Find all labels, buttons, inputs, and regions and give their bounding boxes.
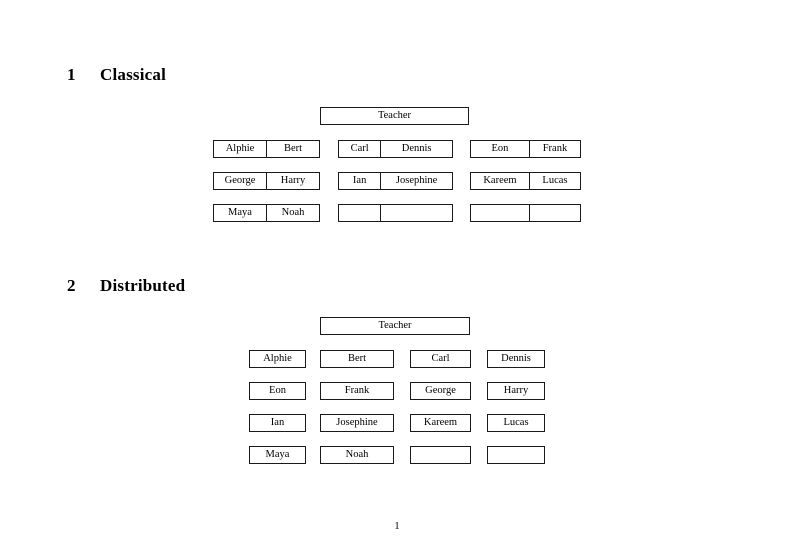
classical-group-right-row-3[interactable] bbox=[470, 204, 581, 222]
classical-cell-empty[interactable] bbox=[339, 205, 380, 221]
section-title: Classical bbox=[100, 65, 167, 84]
distributed-box[interactable]: Maya bbox=[249, 446, 306, 464]
classical-cell[interactable]: Alphie bbox=[225, 143, 255, 154]
classical-cell[interactable]: Harry bbox=[266, 173, 319, 189]
section-number: 2 bbox=[67, 276, 76, 295]
distributed-teacher-box[interactable]: Teacher bbox=[320, 317, 470, 335]
classical-cell[interactable]: Noah bbox=[266, 205, 319, 221]
classical-group-right-row-2[interactable]: Kareem Lucas bbox=[470, 172, 581, 190]
classical-cell[interactable]: Carl bbox=[350, 143, 369, 154]
section-heading-distributed: 2 Distributed bbox=[67, 277, 185, 294]
distributed-box[interactable]: Lucas bbox=[487, 414, 545, 432]
classical-cell-empty[interactable] bbox=[471, 205, 529, 221]
distributed-box[interactable]: Ian bbox=[249, 414, 306, 432]
distributed-box[interactable]: Frank bbox=[320, 382, 394, 400]
distributed-box[interactable]: Josephine bbox=[320, 414, 394, 432]
distributed-box[interactable]: Noah bbox=[320, 446, 394, 464]
section-title: Distributed bbox=[100, 276, 186, 295]
section-heading-classical: 1 Classical bbox=[67, 66, 166, 83]
classical-cell[interactable]: Lucas bbox=[528, 173, 580, 189]
distributed-box[interactable]: Eon bbox=[249, 382, 306, 400]
classical-cell[interactable]: Josephine bbox=[380, 173, 452, 189]
classical-group-middle-row-1[interactable]: Carl Dennis bbox=[338, 140, 453, 158]
classical-group-left-row-2[interactable]: George Harry bbox=[213, 172, 320, 190]
classical-teacher-box[interactable]: Teacher bbox=[320, 107, 469, 125]
section-number: 1 bbox=[67, 65, 76, 84]
classical-cell[interactable]: Frank bbox=[528, 141, 580, 157]
distributed-box[interactable]: Kareem bbox=[410, 414, 471, 432]
classical-cell[interactable]: Maya bbox=[228, 207, 252, 218]
distributed-box-empty[interactable] bbox=[487, 446, 545, 464]
classical-group-right-row-1[interactable]: Eon Frank bbox=[470, 140, 581, 158]
classical-cell[interactable]: Ian bbox=[352, 175, 367, 186]
distributed-box[interactable]: Harry bbox=[487, 382, 545, 400]
classical-group-left-row-3[interactable]: Maya Noah bbox=[213, 204, 320, 222]
classical-cell[interactable]: George bbox=[224, 175, 256, 186]
classical-cell[interactable]: Bert bbox=[266, 141, 319, 157]
classical-cell[interactable]: Eon bbox=[491, 143, 509, 154]
classical-cell-empty[interactable] bbox=[380, 205, 452, 221]
distributed-box[interactable]: Dennis bbox=[487, 350, 545, 368]
classical-group-left-row-1[interactable]: Alphie Bert bbox=[213, 140, 320, 158]
classical-cell[interactable]: Dennis bbox=[380, 141, 452, 157]
distributed-box[interactable]: George bbox=[410, 382, 471, 400]
classical-group-middle-row-3[interactable] bbox=[338, 204, 453, 222]
classical-group-middle-row-2[interactable]: Ian Josephine bbox=[338, 172, 453, 190]
classical-cell[interactable]: Kareem bbox=[483, 175, 517, 186]
distributed-box[interactable]: Alphie bbox=[249, 350, 306, 368]
classical-cell-empty[interactable] bbox=[528, 205, 580, 221]
page-number: 1 bbox=[394, 521, 400, 532]
distributed-box[interactable]: Bert bbox=[320, 350, 394, 368]
distributed-box-empty[interactable] bbox=[410, 446, 471, 464]
distributed-box[interactable]: Carl bbox=[410, 350, 471, 368]
